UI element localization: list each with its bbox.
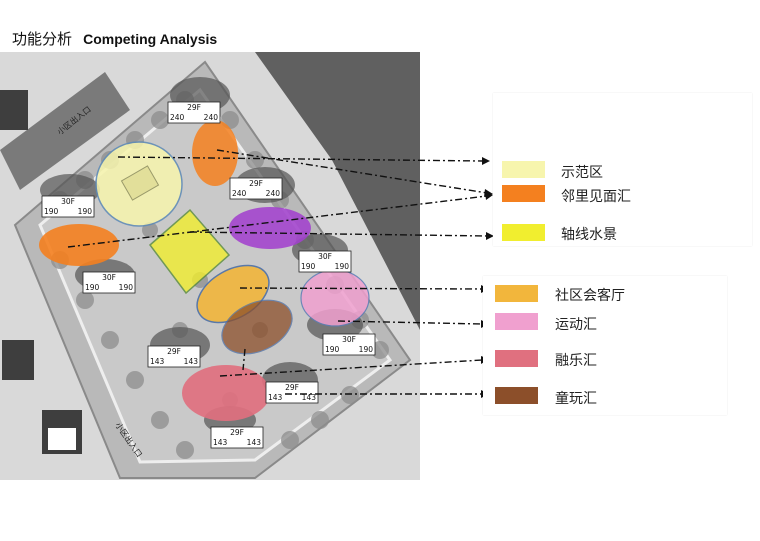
road-band-top xyxy=(0,72,130,190)
building-plate xyxy=(229,177,283,200)
zone-axis-waterscape xyxy=(148,208,231,295)
zone-purple xyxy=(229,207,311,249)
page-title: 功能分析 Competing Analysis xyxy=(12,28,217,48)
building-plate xyxy=(82,271,136,294)
building-height-left: 143 xyxy=(150,357,165,366)
building-plate xyxy=(41,195,95,218)
legend-panel-lower: 社区会客厅 运动汇 融乐汇 童玩汇 xyxy=(483,276,727,415)
building-height-right: 240 xyxy=(266,189,281,198)
building-height-left: 240 xyxy=(170,113,185,122)
legend-label-fun-hub: 融乐汇 xyxy=(555,353,597,369)
building-height-right: 190 xyxy=(78,207,93,216)
legend-label-neighborhood-meeting: 邻里见面汇 xyxy=(561,189,631,205)
legend-swatch-neighborhood-meeting xyxy=(502,185,545,202)
building-floors: 29F xyxy=(167,347,181,356)
building-height-left: 190 xyxy=(85,283,100,292)
zone-neighborhood-meeting-north xyxy=(192,120,238,186)
building-height-left: 143 xyxy=(213,438,228,447)
building-height-left: 190 xyxy=(44,207,59,216)
building-floors: 29F xyxy=(249,179,263,188)
building-height-left: 190 xyxy=(301,262,316,271)
title-english: Competing Analysis xyxy=(83,31,218,47)
zone-fun-hub xyxy=(182,365,270,421)
building-height-right: 240 xyxy=(204,113,219,122)
building-height-left: 190 xyxy=(325,345,340,354)
legend-swatch-sports xyxy=(495,313,538,330)
legend-swatch-fun-hub xyxy=(495,350,538,367)
building-plate xyxy=(322,333,376,356)
building-height-right: 143 xyxy=(302,393,317,402)
demo-pavilion xyxy=(120,165,160,201)
building-floors: 30F xyxy=(61,197,75,206)
building-height-right: 143 xyxy=(184,357,199,366)
legend-label-kids-play: 童玩汇 xyxy=(555,391,597,407)
building-plate xyxy=(265,381,319,404)
building-height-right: 190 xyxy=(119,283,134,292)
legend-panel-upper: 示范区 邻里见面汇 轴线水景 xyxy=(493,93,752,246)
function-zones xyxy=(39,120,370,421)
building-plate xyxy=(210,426,264,449)
building-height-left: 240 xyxy=(232,189,247,198)
building-plate xyxy=(147,345,201,368)
building-floors: 29F xyxy=(187,103,201,112)
building-height-right: 190 xyxy=(335,262,350,271)
legend-label-axis-waterscape: 轴线水景 xyxy=(561,227,617,243)
legend-label-sports: 运动汇 xyxy=(555,317,597,333)
legend-swatch-axis-waterscape xyxy=(502,224,545,241)
building-height-right: 190 xyxy=(359,345,374,354)
building-height-right: 143 xyxy=(247,438,262,447)
legend-label-demo-area: 示范区 xyxy=(561,165,603,181)
building-floors: 30F xyxy=(342,335,356,344)
building-plate xyxy=(167,101,221,124)
building-plate xyxy=(298,250,352,273)
building-floors: 29F xyxy=(285,383,299,392)
road-band-right xyxy=(255,52,420,330)
title-chinese: 功能分析 xyxy=(12,30,73,48)
legend-label-community-lounge: 社区会客厅 xyxy=(555,288,625,304)
building-floors: 30F xyxy=(318,252,332,261)
building-floors: 30F xyxy=(102,273,116,282)
zone-sports xyxy=(300,269,370,327)
building-floors: 29F xyxy=(230,428,244,437)
legend-swatch-community-lounge xyxy=(495,285,538,302)
legend-swatch-kids-play xyxy=(495,387,538,404)
legend-swatch-demo-area xyxy=(502,161,545,178)
zone-kids-play xyxy=(221,299,293,355)
building-height-left: 143 xyxy=(268,393,283,402)
neighbour-buildings xyxy=(0,90,82,454)
